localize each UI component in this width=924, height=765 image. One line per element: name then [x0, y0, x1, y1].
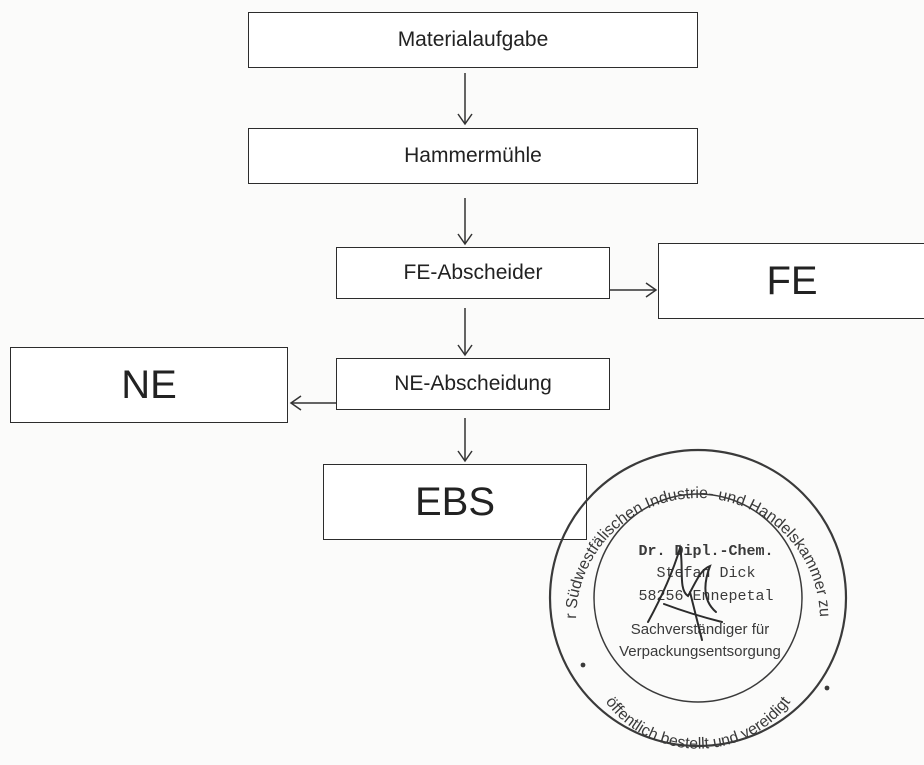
ne-separation-box: NE-Abscheidung: [336, 358, 610, 410]
stamp-name-line1: Dr. Dipl.-Chem.: [638, 543, 773, 560]
fe-output-box: FE: [658, 243, 924, 319]
arrowhead-fe-to-ne: [457, 344, 473, 357]
arrowhead-input-to-mill: [457, 113, 473, 126]
fe-separator-label: FE-Abscheider: [403, 261, 543, 284]
ne-separation-label: NE-Abscheidung: [394, 372, 552, 395]
arrowhead-fe-to-output: [645, 282, 658, 298]
ne-output-label: NE: [121, 362, 177, 407]
fe-separator-box: FE-Abscheider: [336, 247, 610, 299]
stamp-role-line2: Verpackungsentsorgung: [619, 643, 781, 660]
stamp-dot-right: [824, 685, 830, 691]
ebs-output-box: EBS: [323, 464, 587, 540]
stamp-outer-top-text: Von der Südwestfälischen Industrie- und …: [0, 0, 833, 622]
arrowhead-mill-to-fe: [457, 233, 473, 246]
stamp-dot-left: [580, 662, 586, 668]
ne-output-box: NE: [10, 347, 288, 423]
stamp-inner-ring: [593, 493, 803, 703]
hammer-mill-box: Hammermühle: [248, 128, 698, 184]
material-input-box: Materialaufgabe: [248, 12, 698, 68]
arrowhead-ne-to-ebs: [457, 450, 473, 463]
stamp-outer-ring: [548, 448, 848, 748]
fe-output-label: FE: [766, 258, 818, 303]
hammer-mill-label: Hammermühle: [404, 144, 542, 167]
ebs-output-label: EBS: [414, 479, 496, 524]
handwritten-signature: [647, 544, 723, 641]
arrowhead-ne-to-output: [289, 395, 302, 411]
material-input-label: Materialaufgabe: [397, 28, 549, 51]
